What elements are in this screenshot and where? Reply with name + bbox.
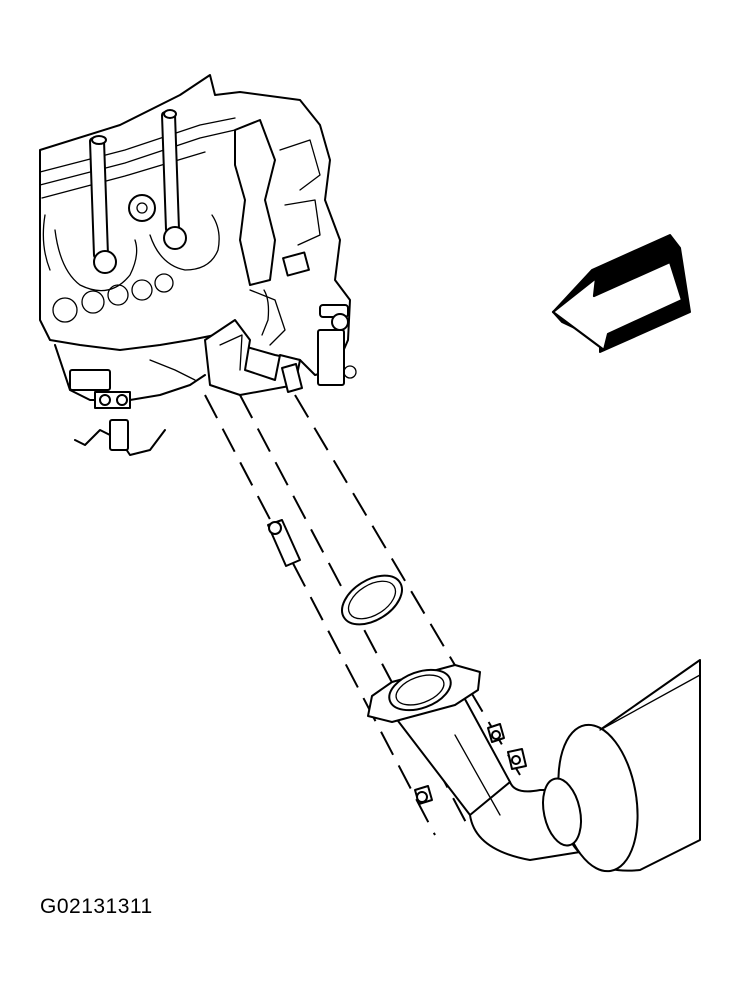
muffler: [542, 659, 701, 873]
figure-code: G02131311: [40, 895, 153, 918]
exhaust-pipe: [367, 664, 581, 861]
engine-block: [39, 74, 357, 456]
manifold-stud: [267, 519, 301, 567]
seal-ring: [341, 574, 403, 626]
view-direction-arrow-icon: [551, 234, 691, 353]
